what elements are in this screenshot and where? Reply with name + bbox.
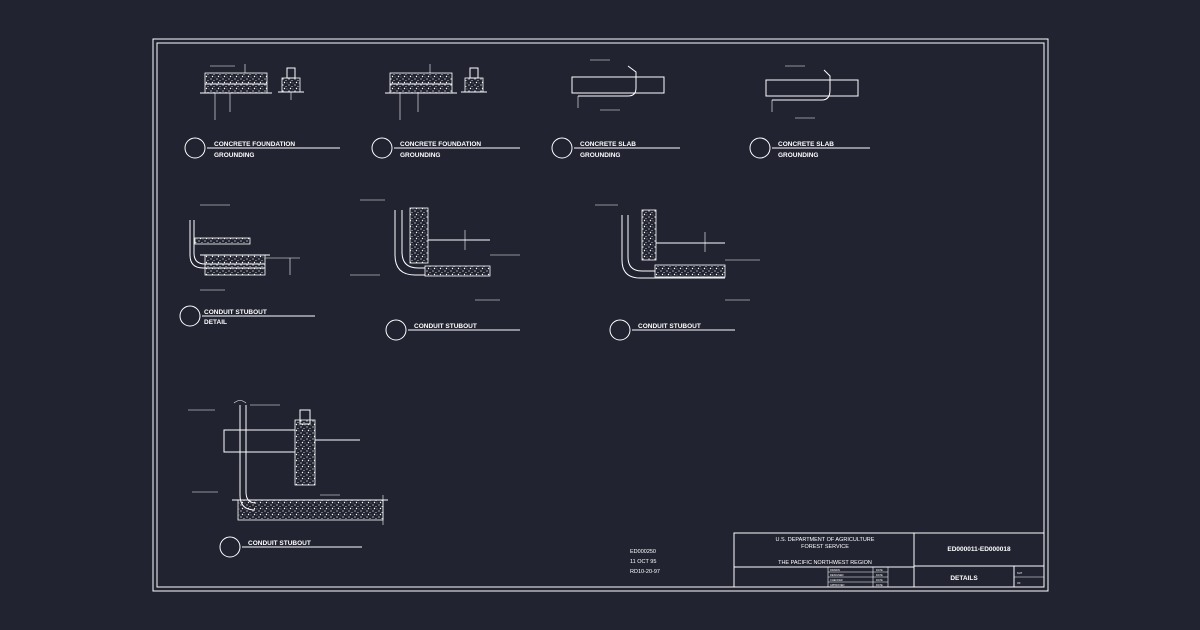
drawing-notes: ED000250 11 OCT 95 RD10-20-97 bbox=[630, 549, 660, 575]
detail-concrete-foundation-2: CONCRETE FOUNDATION GROUNDING bbox=[371, 64, 520, 159]
title-block: U.S. DEPARTMENT OF AGRICULTURE FOREST SE… bbox=[733, 532, 1045, 588]
detail-title: CONCRETE FOUNDATION bbox=[400, 141, 481, 148]
detail-marker-circle bbox=[609, 319, 631, 341]
date-label: DATE bbox=[876, 583, 883, 587]
detail-marker-circle bbox=[551, 137, 573, 159]
detail-title: CONCRETE FOUNDATION bbox=[214, 141, 295, 148]
detail-marker-circle bbox=[184, 137, 206, 159]
detail-title: CONDUIT STUBOUT bbox=[204, 309, 267, 316]
sign-row-label: CHECKED bbox=[830, 578, 843, 582]
sheet-title: DETAILS bbox=[950, 575, 978, 582]
date-label: DATE bbox=[876, 568, 883, 572]
detail-title: CONDUIT STUBOUT bbox=[248, 540, 311, 547]
outer-border bbox=[152, 38, 1049, 592]
date-label: DATE bbox=[876, 573, 883, 577]
detail-title: CONDUIT STUBOUT bbox=[414, 323, 477, 330]
region-name: THE PACIFIC NORTHWEST REGION bbox=[778, 560, 872, 566]
sheet-label: SHT bbox=[1017, 571, 1023, 575]
of-label: OF bbox=[1017, 581, 1021, 585]
detail-marker-circle bbox=[371, 137, 393, 159]
detail-subtitle: DETAIL bbox=[204, 319, 227, 326]
detail-conduit-stubout-2: CONDUIT STUBOUT bbox=[350, 199, 520, 341]
detail-subtitle: GROUNDING bbox=[214, 152, 254, 159]
note-line: RD10-20-97 bbox=[630, 569, 660, 575]
detail-subtitle: GROUNDING bbox=[778, 152, 818, 159]
detail-concrete-slab-1: CONCRETE SLAB GROUNDING bbox=[551, 59, 680, 159]
detail-subtitle: GROUNDING bbox=[400, 152, 440, 159]
agency-line-2: FOREST SERVICE bbox=[801, 544, 849, 550]
detail-marker-circle bbox=[179, 305, 201, 327]
note-line: ED000250 bbox=[630, 549, 656, 555]
sign-row-label: DESIGNED bbox=[830, 573, 844, 577]
detail-conduit-stubout-1: CONDUIT STUBOUT DETAIL bbox=[179, 204, 315, 327]
detail-title: CONCRETE SLAB bbox=[778, 141, 834, 148]
agency-line-1: U.S. DEPARTMENT OF AGRICULTURE bbox=[776, 537, 875, 543]
detail-marker-circle bbox=[385, 319, 407, 341]
detail-marker-circle bbox=[219, 536, 241, 558]
detail-concrete-slab-2: CONCRETE SLAB GROUNDING bbox=[749, 65, 870, 159]
sign-row-label: APPROVED bbox=[830, 583, 845, 587]
detail-subtitle: GROUNDING bbox=[580, 152, 620, 159]
detail-marker-circle bbox=[749, 137, 771, 159]
inner-border bbox=[156, 42, 1045, 588]
sign-row-label: DRAWN bbox=[830, 568, 840, 572]
detail-title: CONDUIT STUBOUT bbox=[638, 323, 701, 330]
detail-title: CONCRETE SLAB bbox=[580, 141, 636, 148]
detail-conduit-stubout-4: CONDUIT STUBOUT bbox=[188, 400, 388, 558]
drawing-number-range: ED000011-ED000018 bbox=[947, 546, 1011, 553]
date-label: DATE bbox=[876, 578, 883, 582]
detail-concrete-foundation-1: CONCRETE FOUNDATION GROUNDING bbox=[184, 64, 340, 159]
note-line: 11 OCT 95 bbox=[630, 559, 656, 565]
detail-conduit-stubout-3: CONDUIT STUBOUT bbox=[595, 204, 760, 341]
